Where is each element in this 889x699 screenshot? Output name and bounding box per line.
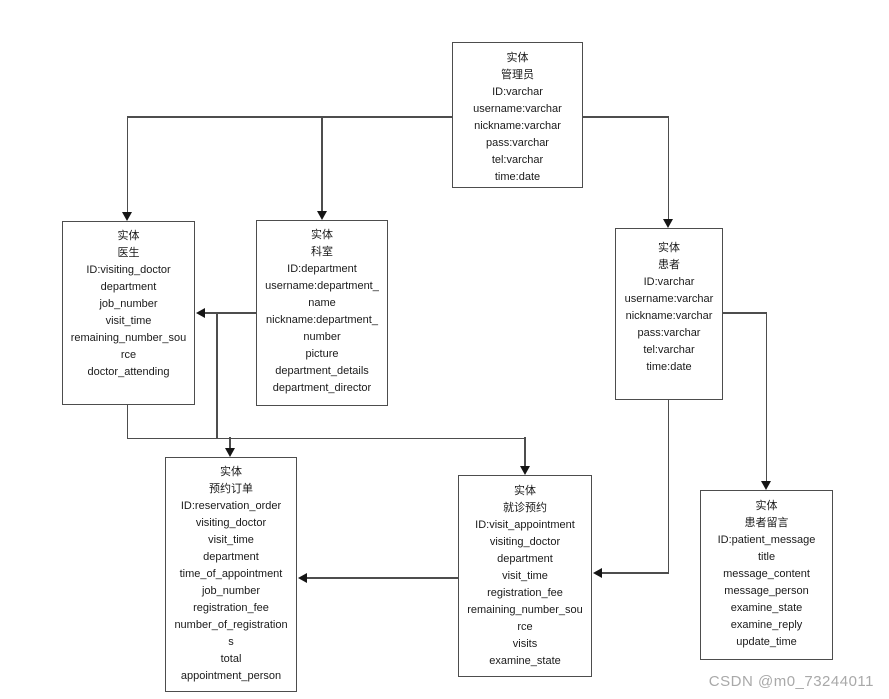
- arrow-into-visit-appointment-right-icon: [593, 568, 602, 578]
- connector-bottom-bus-hline: [126, 437, 526, 439]
- arrow-into-doctor-right-icon: [196, 308, 205, 318]
- arrow-into-reservation-right-icon: [298, 573, 307, 583]
- connector-patient-bottom-vline: [667, 400, 669, 574]
- connector-admin-left-hline: [127, 116, 452, 118]
- connector-admin-right-hline: [583, 116, 669, 118]
- arrow-into-patient-message-top-icon: [761, 481, 771, 490]
- connector-admin-to-patient-vline: [667, 116, 669, 220]
- arrow-into-department-top-icon: [317, 211, 327, 220]
- arrow-into-patient-top-icon: [663, 219, 673, 228]
- arrow-into-visit-appointment-top-icon: [520, 466, 530, 475]
- connector-patient-to-message-vline: [765, 312, 767, 482]
- connector-visit-appointment-to-reservation-hline: [306, 577, 458, 579]
- connector-department-branch-vline: [216, 312, 218, 439]
- arrow-into-reservation-top-icon: [225, 448, 235, 457]
- connector-bus-to-visit-appointment-vline: [524, 437, 526, 467]
- arrow-into-doctor-top-icon: [122, 212, 132, 221]
- connector-patient-right-hline: [723, 312, 767, 314]
- connector-doctor-bottom-vline: [126, 405, 128, 439]
- connector-bus-to-reservation-vline: [229, 437, 231, 449]
- connector-admin-to-department-vline: [321, 116, 323, 212]
- csdn-watermark: CSDN @m0_73244011: [708, 673, 874, 690]
- connector-admin-to-doctor-vline: [126, 116, 128, 213]
- connector-department-to-doctor-hline: [204, 312, 256, 314]
- connector-patient-to-visit-appointment-hline: [601, 572, 668, 574]
